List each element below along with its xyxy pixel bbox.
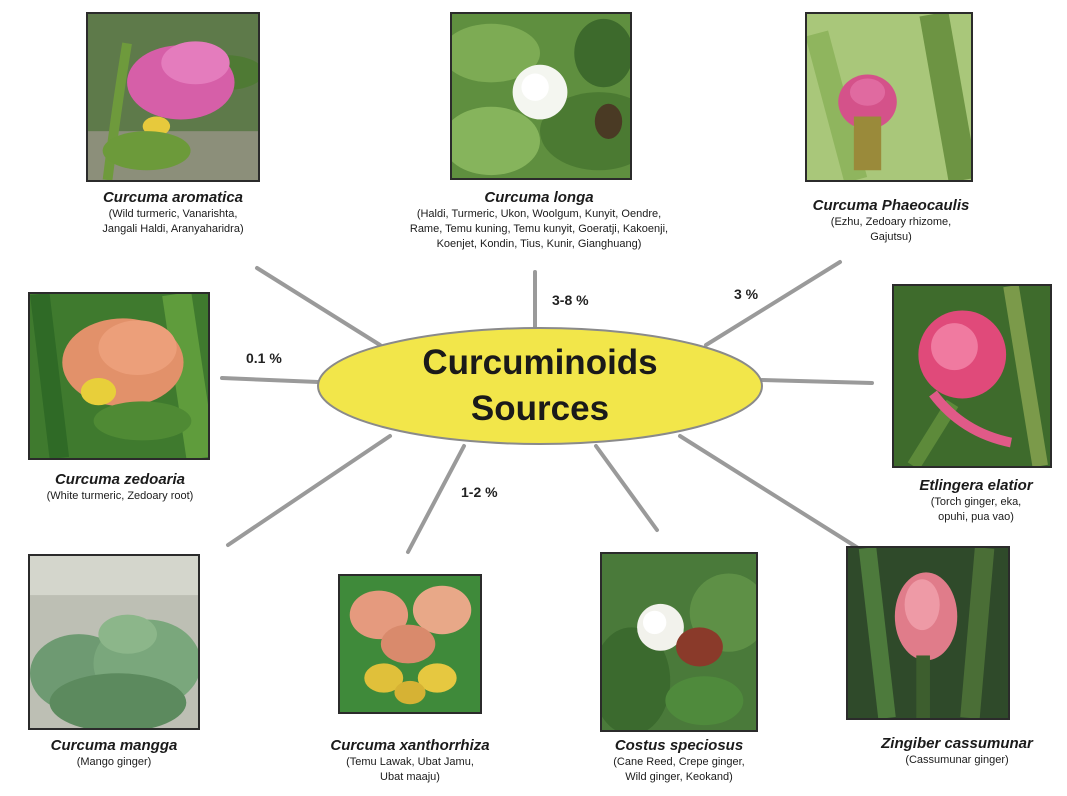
caption-costus-speciosus: Costus speciosus (Cane Reed, Crepe ginge… <box>570 736 788 785</box>
common-names: (Mango ginger) <box>8 755 220 770</box>
caption-curcuma-aromatica: Curcuma aromatica (Wild turmeric, Vanari… <box>44 188 302 237</box>
plant-photo-icon <box>30 556 198 728</box>
common-names: Gajutsu) <box>784 230 998 245</box>
caption-etlingera-elatior: Etlingera elatior (Torch ginger, eka, op… <box>888 476 1064 525</box>
photo-curcuma-mangga <box>28 554 200 730</box>
photo-costus-speciosus <box>600 552 758 732</box>
spoke-costus <box>596 446 657 530</box>
species-name: Curcuma xanthorrhiza <box>292 736 528 755</box>
plant-photo-icon <box>340 576 480 712</box>
common-names: (Ezhu, Zedoary rhizome, <box>784 215 998 230</box>
common-names: Koenjet, Kondin, Tius, Kunir, Gianghuang… <box>330 237 748 252</box>
species-name: Curcuma mangga <box>8 736 220 755</box>
center-node: Curcuminoids Sources <box>316 327 764 445</box>
plant-photo-icon <box>452 14 630 178</box>
common-names: (Haldi, Turmeric, Ukon, Woolgum, Kunyit,… <box>330 207 748 222</box>
common-names: (Temu Lawak, Ubat Jamu, <box>292 755 528 770</box>
caption-zingiber-cassumunar: Zingiber cassumunar (Cassumunar ginger) <box>852 734 1062 768</box>
spoke-zingiber <box>680 436 858 548</box>
common-names: Ubat maaju) <box>292 770 528 785</box>
species-name: Curcuma zedoaria <box>4 470 236 489</box>
plant-photo-icon <box>894 286 1050 466</box>
photo-curcuma-zedoaria <box>28 292 210 460</box>
common-names: Wild ginger, Keokand) <box>570 770 788 785</box>
photo-curcuma-longa <box>450 12 632 180</box>
caption-curcuma-zedoaria: Curcuma zedoaria (White turmeric, Zedoar… <box>4 470 236 504</box>
caption-curcuma-phaeocaulis: Curcuma Phaeocaulis (Ezhu, Zedoary rhizo… <box>784 196 998 245</box>
plant-photo-icon <box>602 554 756 730</box>
caption-curcuma-mangga: Curcuma mangga (Mango ginger) <box>8 736 220 770</box>
plant-photo-icon <box>807 14 971 180</box>
percent-zedoaria: 0.1 % <box>246 350 282 366</box>
plant-photo-icon <box>88 14 258 180</box>
caption-curcuma-longa: Curcuma longa (Haldi, Turmeric, Ukon, Wo… <box>330 188 748 252</box>
spoke-zedoaria <box>222 378 318 382</box>
common-names: (Torch ginger, eka, <box>888 495 1064 510</box>
common-names: (Cassumunar ginger) <box>852 753 1062 768</box>
species-name: Zingiber cassumunar <box>852 734 1062 753</box>
center-title: Curcuminoids Sources <box>316 327 764 445</box>
plant-photo-icon <box>848 548 1008 718</box>
common-names: opuhi, pua vao) <box>888 510 1064 525</box>
species-name: Costus speciosus <box>570 736 788 755</box>
plant-photo-icon <box>30 294 208 458</box>
common-names: Rame, Temu kuning, Temu kunyit, Goeratji… <box>330 222 748 237</box>
spoke-xanthorrhiza <box>408 446 464 552</box>
caption-curcuma-xanthorrhiza: Curcuma xanthorrhiza (Temu Lawak, Ubat J… <box>292 736 528 785</box>
percent-xanthorrhiza: 1-2 % <box>461 484 498 500</box>
percent-longa: 3-8 % <box>552 292 589 308</box>
common-names: (White turmeric, Zedoary root) <box>4 489 236 504</box>
species-name: Curcuma aromatica <box>44 188 302 207</box>
species-name: Curcuma longa <box>330 188 748 207</box>
spoke-etlingera <box>762 380 872 383</box>
photo-curcuma-aromatica <box>86 12 260 182</box>
spoke-mangga <box>228 436 390 545</box>
photo-curcuma-phaeocaulis <box>805 12 973 182</box>
common-names: Jangali Haldi, Aranyaharidra) <box>44 222 302 237</box>
percent-phaeocaulis: 3 % <box>734 286 758 302</box>
species-name: Curcuma Phaeocaulis <box>784 196 998 215</box>
photo-curcuma-xanthorrhiza <box>338 574 482 714</box>
photo-etlingera-elatior <box>892 284 1052 468</box>
common-names: (Cane Reed, Crepe ginger, <box>570 755 788 770</box>
common-names: (Wild turmeric, Vanarishta, <box>44 207 302 222</box>
photo-zingiber-cassumunar <box>846 546 1010 720</box>
species-name: Etlingera elatior <box>888 476 1064 495</box>
